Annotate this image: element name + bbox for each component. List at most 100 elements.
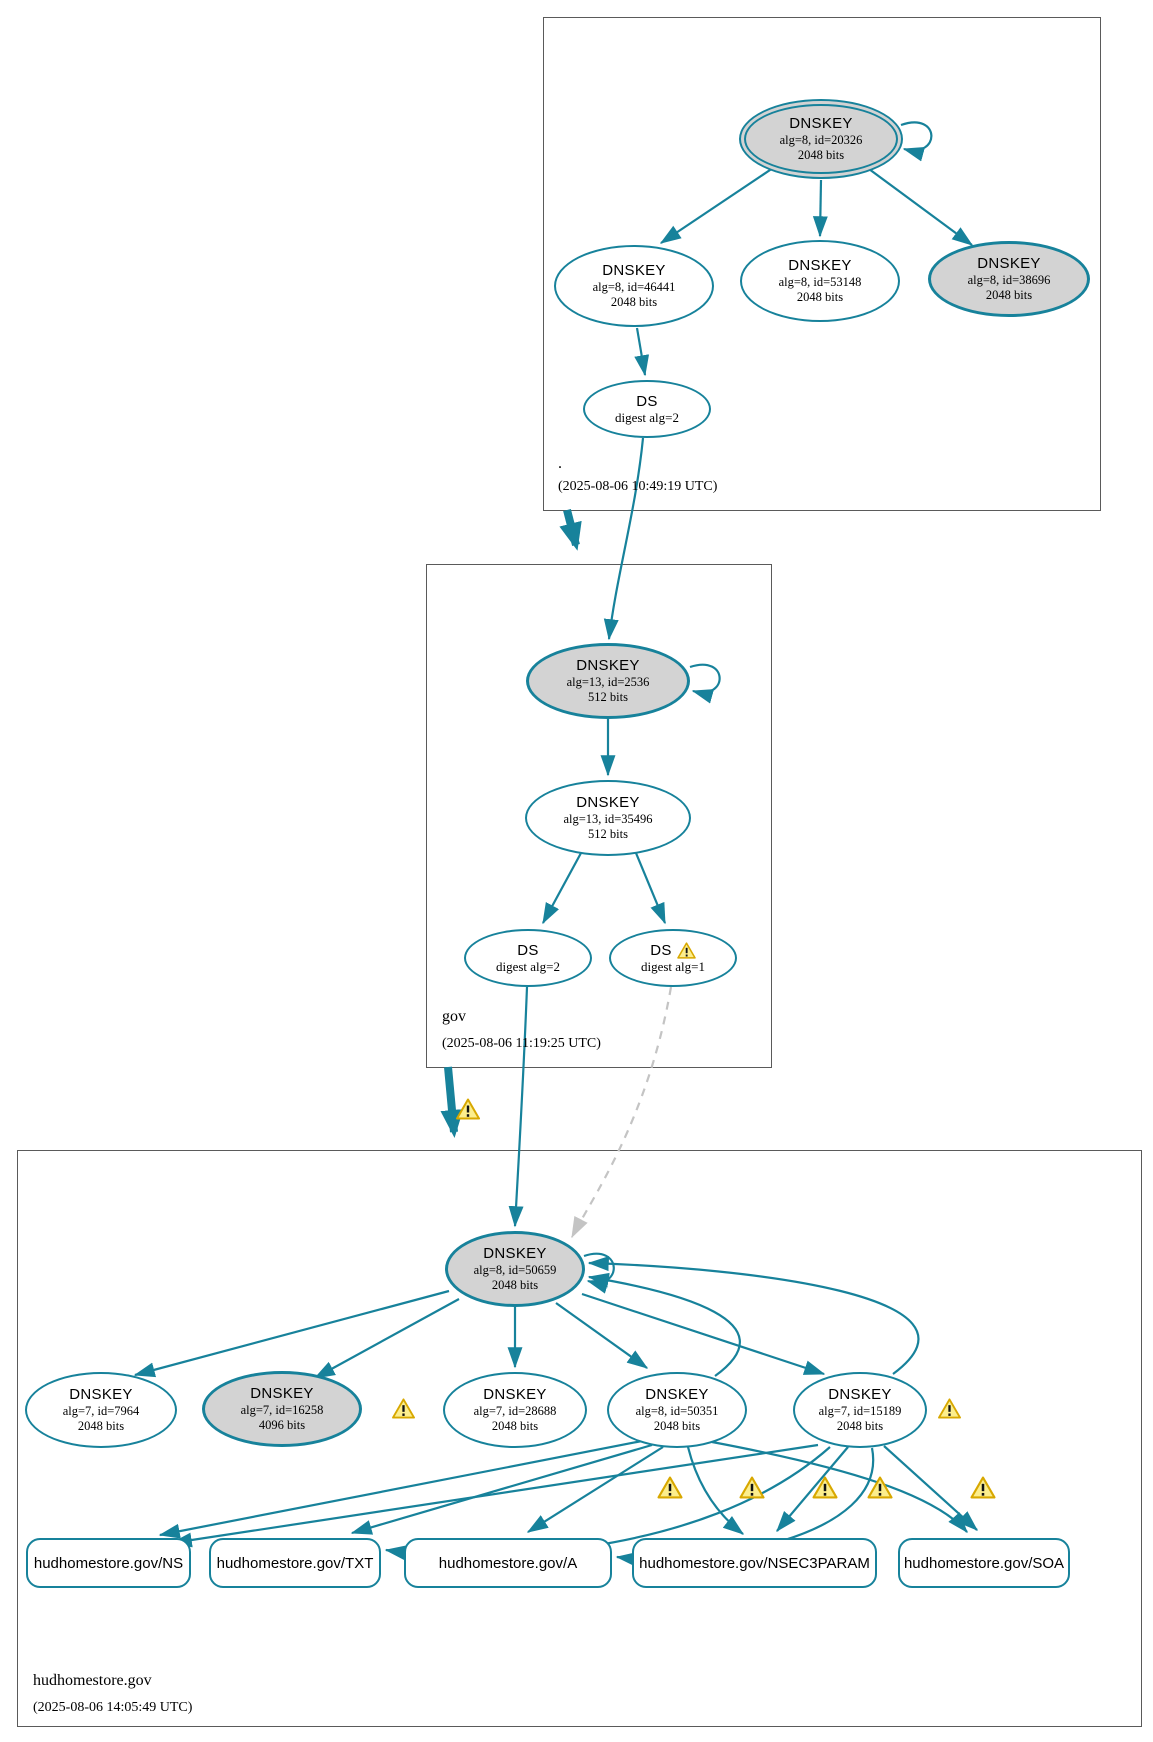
node-detail: 2048 bits bbox=[985, 287, 1033, 302]
node-title: DS bbox=[636, 392, 658, 410]
dnskey-node-root-38696[interactable]: DNSKEY alg=8, id=38696 2048 bits bbox=[928, 241, 1090, 317]
node-title: DNSKEY bbox=[576, 794, 640, 812]
dnskey-node-root-20326[interactable]: DNSKEY alg=8, id=20326 2048 bits bbox=[739, 99, 903, 179]
node-detail: alg=7, id=28688 bbox=[473, 1403, 557, 1418]
node-detail: alg=8, id=50351 bbox=[635, 1403, 719, 1418]
warning-icon bbox=[867, 1476, 893, 1499]
node-detail: alg=13, id=2536 bbox=[566, 674, 650, 689]
edge-hud-ksk-to-50351 bbox=[555, 1302, 649, 1369]
zone-box-root bbox=[543, 17, 1101, 511]
node-detail: alg=13, id=35496 bbox=[563, 811, 653, 826]
node-detail: alg=8, id=20326 bbox=[779, 132, 863, 147]
edge-root-ds-to-gov-ksk bbox=[603, 437, 645, 641]
node-detail: alg=7, id=7964 bbox=[62, 1403, 140, 1418]
node-title: DNSKEY bbox=[576, 657, 640, 675]
edge-root-delegation-arrow bbox=[559, 509, 582, 551]
dnskey-node-gov-35496[interactable]: DNSKEY alg=13, id=35496 512 bits bbox=[525, 780, 691, 856]
edge-root-ksk-to-38696 bbox=[868, 168, 974, 246]
zone-name-hudhomestore: hudhomestore.gov bbox=[33, 1672, 152, 1689]
node-title: DNSKEY bbox=[788, 257, 852, 275]
edge-gov-zsk-to-ds2 bbox=[542, 852, 582, 925]
edge-15189-to-soa bbox=[883, 1445, 978, 1531]
rrset-txt[interactable]: hudhomestore.gov/TXT bbox=[209, 1538, 381, 1588]
edge-50351-to-hud-ksk bbox=[587, 1272, 741, 1377]
warning-icon bbox=[392, 1398, 415, 1419]
node-title: DS bbox=[517, 941, 539, 959]
node-detail: 4096 bits bbox=[258, 1417, 306, 1432]
dnskey-node-hud-7964[interactable]: DNSKEY alg=7, id=7964 2048 bits bbox=[25, 1372, 177, 1448]
edge-hud-ksk-to-15189 bbox=[581, 1292, 826, 1376]
edge-root-ksk-to-53148 bbox=[812, 179, 828, 238]
zone-box-gov bbox=[426, 564, 772, 1068]
edge-gov-zsk-to-ds1 bbox=[634, 852, 667, 925]
node-detail: alg=8, id=46441 bbox=[592, 279, 676, 294]
edge-hud-ksk-to-16258 bbox=[313, 1298, 460, 1379]
node-title: DNSKEY bbox=[789, 115, 853, 133]
edge-root-ksk-selfloop bbox=[900, 121, 933, 162]
rrset-ns[interactable]: hudhomestore.gov/NS bbox=[26, 1538, 191, 1588]
warning-icon bbox=[739, 1476, 765, 1499]
node-title: DNSKEY bbox=[483, 1245, 547, 1263]
warning-icon bbox=[970, 1476, 996, 1499]
node-detail: 2048 bits bbox=[491, 1277, 539, 1292]
node-detail: 2048 bits bbox=[797, 147, 845, 162]
dnskey-node-hud-16258[interactable]: DNSKEY alg=7, id=16258 4096 bits bbox=[202, 1371, 362, 1447]
dnskey-node-root-53148[interactable]: DNSKEY alg=8, id=53148 2048 bits bbox=[740, 240, 900, 322]
warning-icon bbox=[657, 1476, 683, 1499]
edge-46441-to-ds bbox=[634, 327, 650, 377]
node-detail: 512 bits bbox=[588, 826, 628, 841]
dnskey-node-root-46441[interactable]: DNSKEY alg=8, id=46441 2048 bits bbox=[554, 245, 714, 327]
node-detail: digest alg=2 bbox=[614, 409, 680, 425]
edge-gov-ds1-to-hud-ksk-dashed bbox=[571, 986, 673, 1239]
node-title: DNSKEY bbox=[483, 1386, 547, 1404]
dnskey-node-hud-50659[interactable]: DNSKEY alg=8, id=50659 2048 bits bbox=[445, 1231, 585, 1307]
edge-15189-to-hud-ksk bbox=[587, 1256, 920, 1375]
edge-50351-to-a bbox=[526, 1446, 664, 1533]
node-detail: digest alg=1 bbox=[640, 958, 706, 974]
warning-icon bbox=[456, 1098, 480, 1120]
edge-root-ksk-to-46441 bbox=[659, 167, 774, 244]
node-title: DS bbox=[650, 941, 672, 959]
node-detail: alg=8, id=50659 bbox=[473, 1262, 557, 1277]
node-detail: 512 bits bbox=[588, 689, 628, 704]
warning-icon bbox=[938, 1398, 961, 1419]
node-detail: alg=8, id=38696 bbox=[967, 272, 1051, 287]
dnskey-node-hud-28688[interactable]: DNSKEY alg=7, id=28688 2048 bits bbox=[443, 1372, 587, 1448]
node-detail: 2048 bits bbox=[653, 1418, 701, 1433]
edge-gov-ksk-selfloop bbox=[689, 663, 721, 704]
rrset-a[interactable]: hudhomestore.gov/A bbox=[404, 1538, 612, 1588]
node-title: DNSKEY bbox=[250, 1385, 314, 1403]
edge-15189-to-nsec3param bbox=[776, 1446, 849, 1533]
dnskey-node-hud-15189[interactable]: DNSKEY alg=7, id=15189 2048 bits bbox=[793, 1372, 927, 1448]
node-title: DNSKEY bbox=[828, 1386, 892, 1404]
node-detail: 2048 bits bbox=[836, 1418, 884, 1433]
zone-name-gov: gov bbox=[442, 1008, 466, 1025]
rrset-soa[interactable]: hudhomestore.gov/SOA bbox=[898, 1538, 1070, 1588]
edge-50351-to-txt bbox=[350, 1443, 653, 1535]
ds-node-gov-alg1[interactable]: DS digest alg=1 bbox=[609, 929, 737, 987]
edge-50351-to-nsec3param bbox=[686, 1446, 745, 1535]
node-title: DNSKEY bbox=[69, 1386, 133, 1404]
rrset-nsec3param[interactable]: hudhomestore.gov/NSEC3PARAM bbox=[632, 1538, 877, 1588]
edge-15189-to-ns bbox=[170, 1443, 819, 1548]
node-detail: 2048 bits bbox=[610, 294, 658, 309]
warning-icon bbox=[812, 1476, 838, 1499]
node-detail: digest alg=2 bbox=[495, 958, 561, 974]
node-detail: alg=7, id=16258 bbox=[240, 1402, 324, 1417]
zone-timestamp-gov: (2025-08-06 11:19:25 UTC) bbox=[442, 1036, 601, 1051]
dnskey-node-hud-50351[interactable]: DNSKEY alg=8, id=50351 2048 bits bbox=[607, 1372, 747, 1448]
node-title: DNSKEY bbox=[602, 262, 666, 280]
node-detail: alg=7, id=15189 bbox=[818, 1403, 902, 1418]
ds-node-gov-alg2[interactable]: DS digest alg=2 bbox=[464, 929, 592, 987]
node-detail: 2048 bits bbox=[491, 1418, 539, 1433]
edge-gov-delegation-arrow bbox=[440, 1066, 464, 1138]
zone-timestamp-root: (2025-08-06 10:49:19 UTC) bbox=[558, 479, 718, 494]
edge-gov-ds2-to-hud-ksk bbox=[508, 986, 529, 1228]
zone-timestamp-hudhomestore: (2025-08-06 14:05:49 UTC) bbox=[33, 1700, 193, 1715]
node-title: DNSKEY bbox=[977, 255, 1041, 273]
ds-node-root[interactable]: DS digest alg=2 bbox=[583, 380, 711, 438]
dnskey-node-gov-2536[interactable]: DNSKEY alg=13, id=2536 512 bits bbox=[526, 643, 690, 719]
node-detail: 2048 bits bbox=[77, 1418, 125, 1433]
edge-50351-to-ns bbox=[158, 1439, 643, 1539]
